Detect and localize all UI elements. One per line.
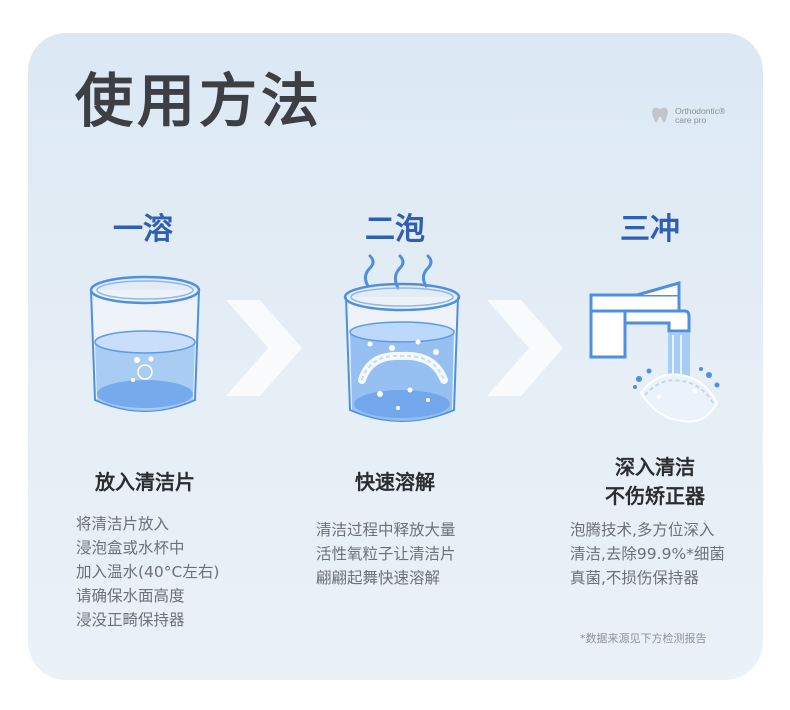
step-3-description-line: 泡腾技术,多方位深入 — [570, 521, 715, 539]
step-3-description-line: 真菌,不损伤保持器 — [570, 569, 699, 587]
chevron-right-icon — [487, 300, 563, 396]
glass-of-water-icon — [89, 275, 201, 412]
step-2-title: 二泡 — [365, 212, 425, 247]
step-1-heading: 放入清洁片 — [55, 468, 235, 497]
chevron-right-icon — [226, 300, 302, 396]
step-3-heading-line-1: 深入清洁 — [615, 455, 695, 479]
step-1-description-line: 浸泡盒或水杯中 — [76, 539, 185, 557]
step-2-description-line: 活性氧粒子让清洁片 — [316, 545, 456, 563]
step-2-heading-line: 快速溶解 — [355, 470, 435, 494]
step-1-description-line: 请确保水面高度 — [76, 587, 185, 605]
step-3-description-line: 清洁,去除99.9%*细菌 — [570, 545, 725, 563]
brand-logo: Orthodontic® care pro — [649, 106, 725, 126]
step-1-description-line: 将清洁片放入 — [76, 515, 170, 533]
brand-line-1: Orthodontic® — [675, 106, 726, 117]
tooth-logo-icon — [652, 107, 668, 123]
faucet-rinse-icon — [589, 281, 720, 423]
step-1-title: 一溶 — [113, 212, 173, 247]
step-3-description: 泡腾技术,多方位深入 清洁,去除99.9%*细菌 真菌,不损伤保持器 — [570, 518, 725, 590]
step-1-description-line: 加入温水(40°C左右) — [76, 563, 220, 581]
step-3-heading-line-2: 不伤矫正器 — [605, 484, 705, 508]
data-source-footnote: *数据来源见下方检测报告 — [580, 632, 707, 645]
step-2-heading: 快速溶解 — [305, 468, 485, 497]
step-3-heading: 深入清洁 不伤矫正器 — [565, 453, 745, 511]
step-2-description-line: 翩翩起舞快速溶解 — [316, 569, 441, 587]
step-1-description: 将清洁片放入 浸泡盒或水杯中 加入温水(40°C左右) 请确保水面高度 浸没正畸… — [76, 512, 219, 632]
step-2-description-line: 清洁过程中释放大量 — [316, 521, 456, 539]
step-3-title: 三冲 — [620, 212, 680, 247]
step-1-description-line: 浸没正畸保持器 — [76, 611, 185, 629]
step-2-description: 清洁过程中释放大量 活性氧粒子让清洁片 翩翩起舞快速溶解 — [316, 518, 456, 590]
soaking-retainer-glass-icon — [343, 254, 461, 422]
step-1-heading-line: 放入清洁片 — [95, 470, 195, 494]
page-title: 使用方法 — [75, 67, 324, 135]
brand-line-2: care pro — [675, 115, 707, 125]
